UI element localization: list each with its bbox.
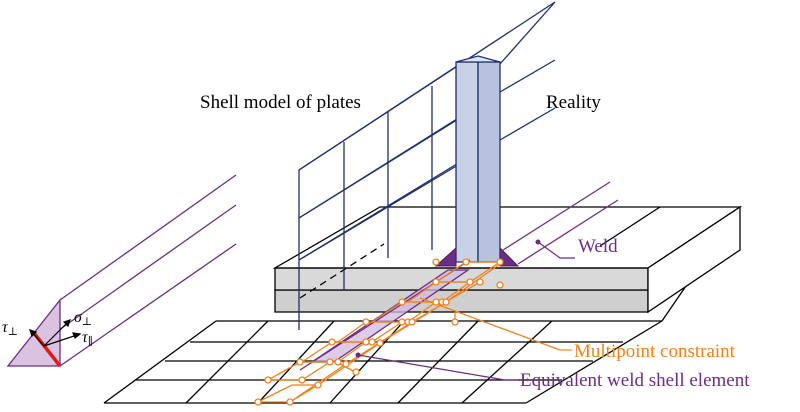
tau-parallel-symbol: τ∥ [82,329,93,348]
reality-web-plate [455,55,501,263]
web-plate-shell-mesh [298,1,556,330]
shell-model-label: Shell model of plates [200,92,361,113]
multipoint-constraint-label: Multipoint constraint [574,341,736,362]
sigma-perp-symbol: σ⊥ [74,309,92,328]
equivalent-weld-shell-element-label: Equivalent weld shell element [520,370,750,391]
reality-welds [434,246,520,267]
hidden-edge-dashed [299,243,385,299]
reality-label: Reality [546,92,601,113]
tau-perp-symbol: τ⊥ [2,319,18,338]
leader-lines [355,239,575,381]
weld-label: Weld [578,236,618,257]
weld-cross-section [6,174,237,368]
weld-seam-lines [499,181,619,265]
reality-base-plate [272,205,743,314]
multipoint-constraint-nodes [254,258,504,406]
